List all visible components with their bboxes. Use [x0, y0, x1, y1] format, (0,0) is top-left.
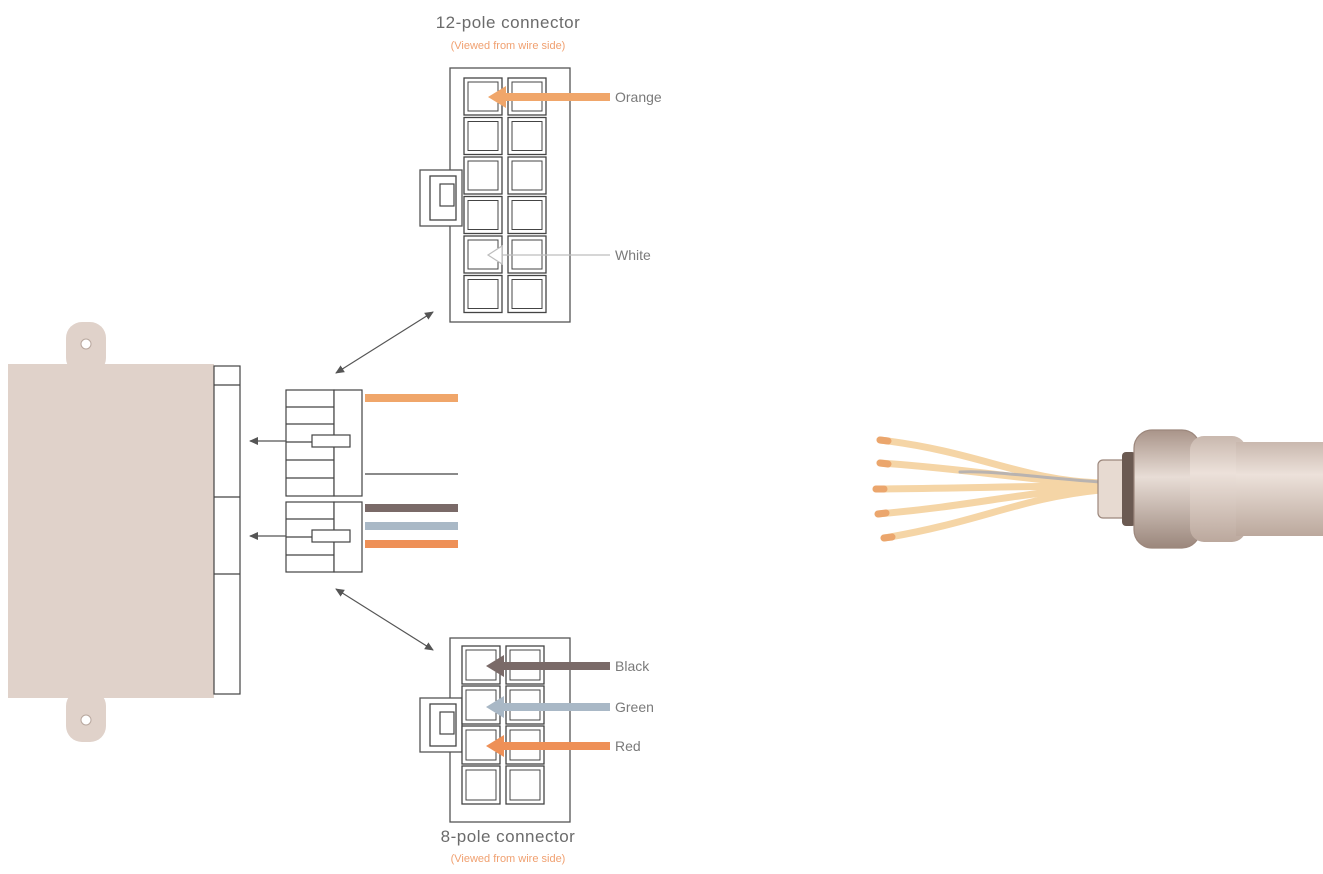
- cavity-12-inner: [511, 121, 543, 151]
- cavity-12-inner: [511, 160, 543, 191]
- cable-wire: [880, 486, 1104, 542]
- wire-label-black: Black: [615, 658, 650, 674]
- plug-upper-clip: [311, 434, 351, 448]
- unit-mounting-hole-bottom: [80, 714, 92, 726]
- wire-label-green: Green: [615, 699, 654, 715]
- link-arrow-12-pole: [335, 311, 434, 374]
- unit-socket-panel: [213, 365, 241, 695]
- cavity-12: [507, 274, 547, 314]
- unit-housing: [8, 364, 214, 698]
- cavity-12: [507, 156, 547, 195]
- cable-grommet-ring: [1122, 452, 1136, 526]
- cable-wire-tip: [876, 459, 892, 468]
- cable-wire-tip: [880, 533, 896, 542]
- cavity-8: [505, 765, 545, 805]
- cable-wire-gray: [958, 470, 1102, 484]
- plug-side-view: [249, 389, 458, 573]
- cavity-12: [507, 116, 547, 156]
- cable-sheath: [1236, 442, 1323, 536]
- cavity-8-inner: [465, 769, 497, 801]
- cable-wire: [872, 482, 1104, 493]
- connector-8-latch-key: [439, 711, 455, 735]
- cavity-12-inner: [467, 121, 499, 151]
- cable-wire-fan: [872, 436, 1104, 542]
- wire-mark-orange-head: [488, 86, 506, 108]
- cavity-8: [461, 685, 501, 725]
- cavity-8-inner: [509, 769, 541, 801]
- connector-8-wire-marks: Black Green Red: [486, 655, 654, 757]
- wire-label-white: White: [615, 247, 651, 263]
- connector-8-title: 8-pole connector: [441, 827, 576, 846]
- wire-label-orange: Orange: [615, 89, 662, 105]
- cavity-12-inner: [467, 279, 499, 309]
- cavity-12: [463, 195, 503, 235]
- connector-8-subtitle: (Viewed from wire side): [451, 853, 566, 865]
- cable-wire: [874, 484, 1104, 518]
- cavity-12: [463, 274, 503, 314]
- cable-wire-tip: [874, 509, 890, 518]
- cavity-8: [461, 765, 501, 805]
- cavity-12: [463, 116, 503, 156]
- cavity-8: [461, 725, 501, 765]
- wire-mark-red-head: [486, 735, 504, 757]
- wire-mark-black-head: [486, 655, 504, 677]
- cable-illustration: [872, 429, 1323, 549]
- cavity-12-inner: [467, 160, 499, 191]
- unit-mounting-hole-top: [80, 338, 92, 350]
- cavity-12: [507, 195, 547, 235]
- cable-nut-band: [1190, 436, 1246, 542]
- connector-12-title: 12-pole connector: [436, 13, 581, 32]
- wire-mark-white-head: [486, 244, 503, 266]
- connector-12-subtitle: (Viewed from wire side): [451, 40, 566, 52]
- link-arrow-8-pole: [335, 588, 434, 651]
- cavity-12-inner: [467, 200, 499, 230]
- connector-12-pole: 12-pole connector (Viewed from wire side…: [419, 13, 662, 323]
- cavity-12-inner: [511, 200, 543, 230]
- cable-wire: [876, 459, 1104, 488]
- connector-8-pole: Black Green Red 8-pole connector (Viewed…: [419, 637, 654, 865]
- wire-label-red: Red: [615, 738, 641, 754]
- connector-12-latch-key: [439, 183, 455, 207]
- control-unit: [8, 322, 241, 742]
- cable-wire-tip: [876, 436, 892, 445]
- cavity-12-inner: [511, 279, 543, 309]
- wire-mark-green-head: [486, 696, 504, 718]
- connector-12-wire-marks: Orange White: [486, 86, 662, 266]
- plug-lower-clip: [311, 529, 351, 543]
- cavity-12: [463, 156, 503, 195]
